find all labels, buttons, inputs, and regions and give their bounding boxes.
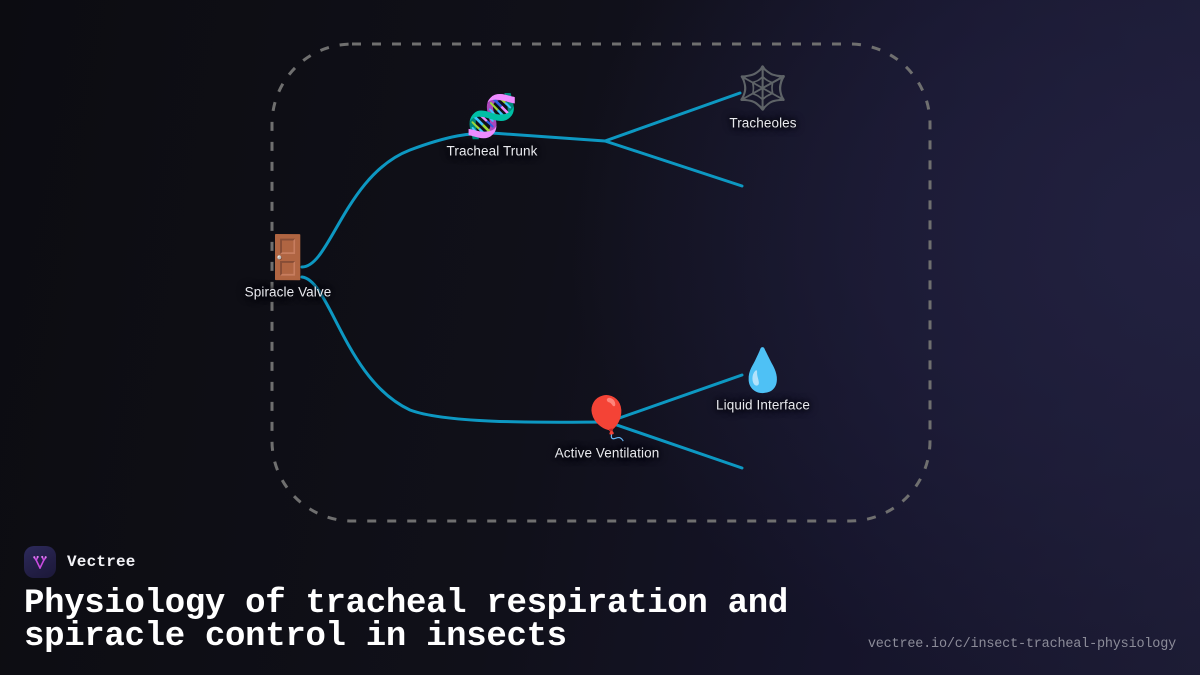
diagram-canvas[interactable]: 🚪 Spiracle Valve 🧬 Tracheal Trunk 🕸️ Tracheol… [0, 0, 1200, 530]
diagram-edge-spiracle-to-active-ventilation [300, 275, 609, 424]
diagram-node-tracheoles[interactable]: 🕸️ Tracheoles [678, 63, 848, 131]
diagram-edge-fork-lower-to-terminal [606, 420, 744, 470]
diagram-frame [270, 42, 932, 523]
diagram-node-label: Spiracle Valve [244, 284, 332, 300]
diagram-node-spiracle-valve[interactable]: 🚪 Spiracle Valve [203, 232, 373, 300]
diagram-edge-layer [270, 42, 932, 523]
page-url: vectree.io/c/insect-tracheal-physiology [867, 637, 1176, 652]
diagram-edges [300, 91, 744, 470]
diagram-node-tracheal-trunk[interactable]: 🧬 Tracheal Trunk [407, 91, 577, 159]
spider-web-icon: 🕸️ [736, 63, 790, 113]
page-title: Physiology of tracheal respiration and s… [24, 585, 788, 656]
title-row: Physiology of tracheal respiration and s… [24, 585, 1176, 656]
balloon-icon: 🎈 [580, 393, 634, 443]
slide-footer: Vectree Physiology of tracheal respirati… [0, 530, 1200, 675]
diagram-edge-tracheal-trunk-to-fork-upper [490, 131, 607, 143]
dna-icon: 🧬 [465, 91, 519, 141]
diagram-node-label: Active Ventilation [554, 445, 660, 461]
droplet-icon: 💧 [736, 345, 790, 395]
diagram-edge-fork-lower-to-liquid-interface [606, 373, 744, 424]
brand-row: Vectree [24, 544, 1176, 580]
diagram-edge-fork-upper-to-terminal [603, 139, 744, 188]
door-icon: 🚪 [261, 232, 315, 282]
diagram-node-active-ventilation[interactable]: 🎈 Active Ventilation [522, 393, 692, 461]
vectree-branch-logo-icon [24, 546, 56, 578]
brand-name: Vectree [67, 553, 136, 571]
diagram-node-label: Tracheal Trunk [446, 143, 538, 159]
diagram-edge-spiracle-to-tracheal-trunk [300, 131, 494, 269]
diagram-edge-fork-upper-to-tracheoles [603, 91, 742, 143]
diagram-node-label: Tracheoles [729, 115, 797, 131]
diagram-node-liquid-interface[interactable]: 💧 Liquid Interface [678, 345, 848, 413]
diagram-node-label: Liquid Interface [716, 397, 810, 413]
